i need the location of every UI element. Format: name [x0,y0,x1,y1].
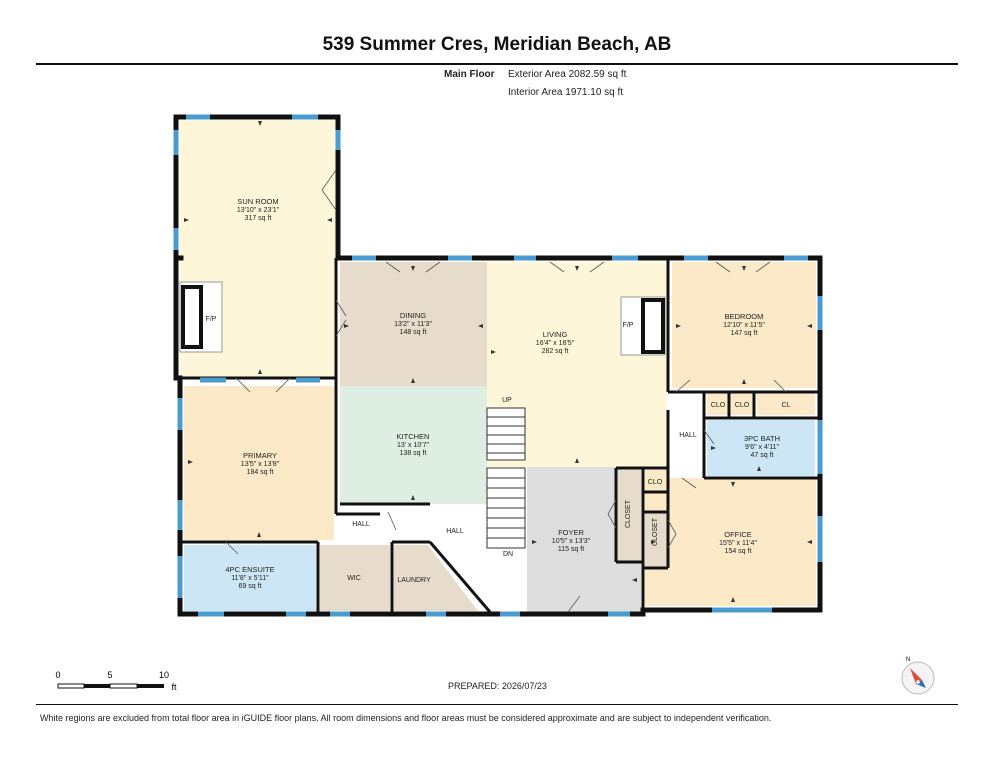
primary-fill [184,386,334,540]
closet-fill-2 [645,513,667,567]
sunroom-fireplace-box [181,285,203,349]
bedroom-fill [672,262,816,388]
living-name: LIVING [543,330,568,339]
dining-fill [340,262,487,386]
scale-label-5: 5 [107,670,112,680]
clo-label-1: CLO [711,402,726,409]
bedroom-area: 147 sq ft [731,330,758,337]
wic-label: WIC [347,575,361,582]
ensuite-dims: 11'8" x 5'11" [231,575,269,582]
sunroom-fireplace-label: F/P [206,316,217,323]
foyer-dims: 10'5" x 13'3" [552,538,591,545]
scale-seg-4 [137,684,164,688]
kitchen-area: 138 sq ft [400,450,427,457]
scale-bar: 0 5 10 ft [50,668,190,699]
living-fireplace-box [641,298,665,354]
bath-fill [707,420,815,476]
cl-fill [757,393,815,415]
hall-label-east: HALL [679,432,697,439]
clo-label-2: CLO [735,402,750,409]
office-name: OFFICE [724,530,752,539]
floor-name: Main Floor [444,69,495,80]
primary-name: PRIMARY [243,451,277,460]
footer-divider [36,704,958,705]
north-label: N [906,657,910,663]
foyer-name: FOYER [558,528,584,537]
clo-fill-3 [645,470,667,492]
stairs-up-label: UP [502,397,512,404]
dining-dims: 13'2" x 11'3" [394,321,432,328]
scale-seg-1 [57,683,85,689]
kitchen-fill [340,386,487,504]
sun-room-dims: 13'10" x 23'1" [237,207,280,214]
floor-plan: SUN ROOM 13'10" x 23'1" 317 sq ft F/P F/… [173,114,823,617]
kitchen-dims: 13' x 10'7" [397,442,430,449]
sun-room-area: 317 sq ft [245,215,272,222]
bath-dims: 9'6" x 4'11" [745,444,779,451]
kitchen-name: KITCHEN [397,432,430,441]
laundry-fill [394,545,478,611]
compass-needle-blue [916,680,926,688]
closet-label-2: CLOSET [652,517,659,546]
living-dims: 16'4" x 18'5" [536,340,575,347]
hall-label-west: HALL [352,521,370,528]
foyer-area: 115 sq ft [558,546,584,553]
stairs [486,407,526,549]
clo-fill-1 [707,393,729,415]
cl-label: CL [782,402,791,409]
dining-name: DINING [400,311,426,320]
scale-seg-2 [84,684,110,688]
dining-area: 148 sq ft [400,329,427,336]
living-fireplace-label: F/P [623,322,634,329]
area-markers [184,121,812,602]
bedroom-name: BEDROOM [725,312,764,321]
office-fill [645,478,816,606]
office-dims: 15'5" x 11'4" [719,540,757,547]
office-area: 154 sq ft [725,548,752,555]
closet-fill-1 [619,470,641,560]
bath-area: 47 sq ft [751,452,774,459]
hall-label-center: HALL [446,528,464,535]
north-compass: N [896,655,940,702]
bedroom-dims: 12'10" x 11'5" [723,322,765,329]
sun-room-name: SUN ROOM [237,197,278,206]
doors [225,169,787,613]
wic-fill [320,545,390,611]
page-title: 539 Summer Cres, Meridian Beach, AB [322,34,672,55]
disclaimer-text: White regions are excluded from total fl… [40,713,772,723]
stairs-down-label: DN [503,551,513,558]
title-divider [36,63,958,65]
clo-fill-2 [731,393,753,415]
compass-center [915,679,921,685]
scale-seg-3 [109,683,138,689]
interior-walls [180,258,820,613]
ensuite-name: 4PC ENSUITE [225,565,274,574]
scale-label-0: 0 [55,670,60,680]
closet-label-1: CLOSET [625,499,632,528]
living-area: 282 sq ft [542,348,569,355]
bath-name: 3PC BATH [744,434,780,443]
ensuite-fill [184,545,316,611]
primary-dims: 13'5" x 13'8" [241,461,280,468]
laundry-label: LAUNDRY [397,577,431,584]
ensuite-area: 69 sq ft [239,583,262,590]
prepared-date: PREPARED: 2026/07/23 [448,681,547,691]
clo-label-3: CLO [648,479,663,486]
scale-unit: ft [171,682,177,692]
windows [173,114,823,617]
interior-area: Interior Area 1971.10 sq ft [508,87,624,98]
scale-label-10: 10 [159,670,169,680]
exterior-area: Exterior Area 2082.59 sq ft [508,69,627,80]
primary-area: 184 sq ft [247,469,274,476]
